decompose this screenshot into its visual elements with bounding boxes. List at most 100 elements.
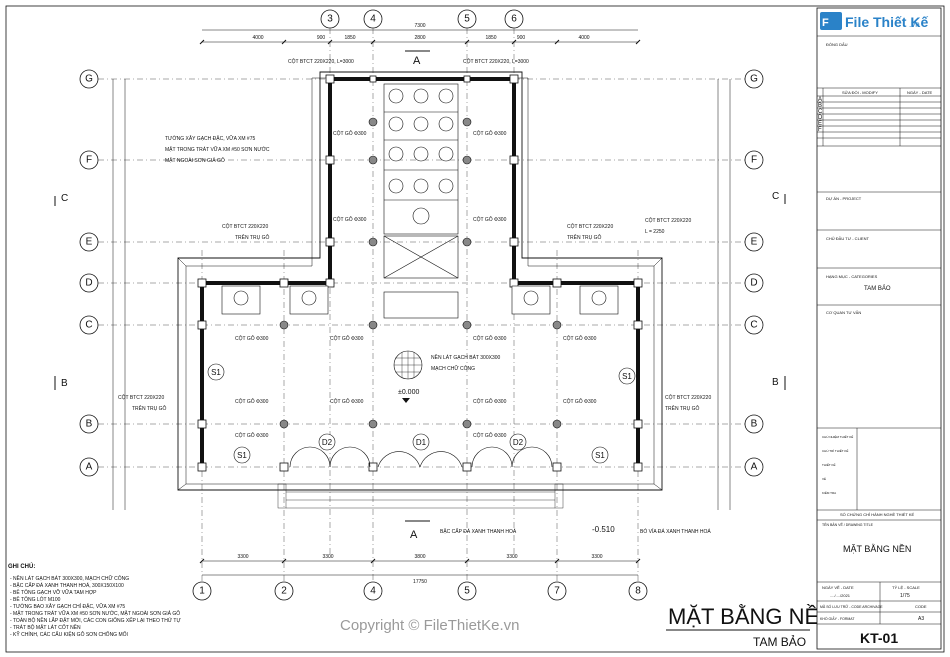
- section-a-bottom: A: [410, 529, 418, 541]
- format-value: A3: [918, 616, 924, 622]
- dim-text: 3800: [414, 554, 425, 560]
- grid-label-right: D: [750, 278, 757, 289]
- note-step: BẬC CẤP ĐÁ XANH THANH HOÁ: [440, 528, 517, 535]
- archive-label: MÃ SỐ LƯU TRỮ - CODE ARCHIVAGE: [820, 604, 883, 609]
- note-col-b-right: CỘT BTCT 220X220: [665, 394, 711, 401]
- grid-label-left: B: [86, 419, 93, 430]
- notes-title: GHI CHÚ:: [8, 563, 35, 570]
- door-tag: D2: [322, 438, 333, 447]
- note-wood-col: CỘT GỖ Φ300: [473, 398, 507, 405]
- date-label: NGÀY VẼ - DATE: [822, 585, 854, 590]
- level-outer: -0.510: [592, 525, 615, 534]
- note-col-e-right-2: TRÊN TRỤ GỖ: [567, 233, 601, 241]
- grid-label-bottom: 7: [554, 586, 560, 597]
- grid-label-bottom: 2: [281, 586, 287, 597]
- sheet-number: KT-01: [860, 630, 898, 646]
- note-floor-2: MẠCH CHỮ CÔNG: [431, 365, 475, 372]
- scale-label: TỶ LỆ - SCALE: [892, 585, 920, 590]
- note-line: - MẶT TRONG TRÁT VỮA XM #50 SƠN NƯỚC, MẶ…: [10, 610, 180, 617]
- grid-lines: [98, 28, 745, 590]
- dim-text: 900: [317, 35, 326, 41]
- grid-label-left: G: [85, 74, 93, 85]
- note-wood-col: CỘT GỖ Φ300: [473, 432, 507, 439]
- drawing-title-value: MẶT BẰNG NỀN: [843, 544, 911, 554]
- dimension-lines: [112, 29, 731, 576]
- revision-row: C: [818, 109, 823, 115]
- grid-bubbles-bottom: 1 2 4 5 7 8: [192, 581, 648, 601]
- sheet-frame: [5, 5, 945, 653]
- grid-label-bottom: 8: [635, 586, 641, 597]
- grid-bubbles-top: 3 4 5 6: [320, 9, 524, 29]
- walls: [200, 77, 640, 467]
- plan-subtitle: TAM BẢO: [753, 634, 806, 649]
- dim-text: 2800: [414, 35, 425, 41]
- dim-total: 7300: [414, 23, 425, 29]
- note-col-e-left-2: TRÊN TRỤ GỖ: [235, 233, 269, 241]
- note-wall-2: MẶT TRONG TRÁT VỮA XM #50 SƠN NƯỚC: [165, 146, 270, 153]
- note-wood-col: CỘT GỖ Φ300: [330, 398, 364, 405]
- section-a-top: A: [413, 55, 421, 67]
- note-line: - TƯỜNG BAO XÂY GẠCH CHỈ ĐẶC, VỮA XM #75: [10, 603, 125, 610]
- grid-label-right: C: [750, 320, 757, 331]
- logo: F File Thiết Kế .vn: [820, 12, 928, 30]
- note-wood-col: CỘT GỖ Φ300: [235, 398, 269, 405]
- category-label: HẠNG MỤC - CATEGORIES: [826, 274, 878, 279]
- grid-label-left: D: [85, 278, 92, 289]
- note-wood-col: CỘT GỖ Φ300: [473, 130, 507, 137]
- note-col-b-left-2: TRÊN TRỤ GỖ: [132, 404, 166, 412]
- note-wood-col: CỘT GỖ Φ300: [235, 432, 269, 439]
- svg-text:F: F: [822, 17, 829, 29]
- code-label: CODE: [915, 604, 927, 609]
- grid-label-bottom: 1: [199, 586, 205, 597]
- revision-row: B: [818, 103, 822, 109]
- stair-tag: S1: [622, 372, 632, 381]
- note-line: - BÊ TÔNG LÓT M100: [10, 595, 61, 603]
- stair-tag: S1: [211, 368, 221, 377]
- dim-text: 4000: [578, 35, 589, 41]
- grid-label-top: 5: [464, 14, 470, 25]
- dim-text: 3300: [591, 554, 602, 560]
- note-col-top-right: CỘT BTCT 220X220, L=3000: [463, 58, 529, 65]
- logo-suffix: .vn: [909, 20, 920, 29]
- door-tag: D2: [513, 438, 524, 447]
- door-tag: D1: [416, 438, 427, 447]
- copyright-watermark: Copyright © FileThietKe.vn: [340, 617, 519, 634]
- note-line: - TRÁT BỘ MẶT LÁT CỐT NỀN: [10, 624, 81, 631]
- note-floor-1: NỀN LÁT GẠCH BÁT 300X300: [431, 354, 501, 361]
- note-col-top-left: CỘT BTCT 220X220, L=3000: [288, 58, 354, 65]
- grid-label-left: A: [86, 462, 93, 473]
- note-wood-col: CỘT GỖ Φ300: [563, 335, 597, 342]
- note-col-b-left: CỘT BTCT 220X220: [118, 394, 164, 401]
- columns: [197, 74, 643, 472]
- revision-row: D: [818, 115, 823, 121]
- floor-tile-symbol: [393, 350, 423, 380]
- grid-label-right: G: [750, 74, 758, 85]
- revision-row: A: [818, 97, 822, 103]
- note-col-e-right-top: CỘT BTCT 220X220: [645, 217, 691, 224]
- grid-label-top: 3: [327, 14, 333, 25]
- note-wood-col: CỘT GỖ Φ300: [333, 216, 367, 223]
- note-wall-3: MẶT NGOÀI SƠN GIẢ GỖ: [165, 157, 225, 164]
- sign-label: KIỂM TRA: [822, 490, 836, 495]
- dim-text: 900: [517, 35, 526, 41]
- note-col-e-right-3: L = 2250: [645, 229, 665, 235]
- note-line: - TOÀN BỘ NỀN LẮP ĐẶT MỚI, CÁC CON GIỐNG…: [10, 616, 181, 624]
- level-main: ±0.000: [398, 389, 419, 396]
- statues: [221, 88, 619, 315]
- grid-bubbles-left: G F E D C B A: [79, 69, 99, 477]
- level-marker-icon: [402, 398, 410, 403]
- title-block: F File Thiết Kế .vn: [816, 7, 942, 650]
- grid-label-left: C: [85, 320, 92, 331]
- revision-date: NGÀY - DATE: [907, 90, 933, 95]
- note-step-2: BÓ VỈA ĐÁ XANH THANH HOÁ: [640, 528, 711, 535]
- revision-header: SỬA ĐỔI - MODIFY: [842, 90, 878, 95]
- date-value: ..../..../2021: [830, 593, 851, 598]
- drawing-title-label: TÊN BẢN VẼ / DRAWING TITLE: [822, 522, 874, 527]
- wood-columns: [279, 117, 562, 429]
- note-line: - KỸ CHÍNH, CÁC CẤU KIỆN GỖ SƠN CHỐNG MỐ…: [10, 630, 128, 638]
- sign-label: VẼ: [822, 476, 826, 481]
- scale-value: 1/75: [900, 593, 910, 599]
- stair-tag: S1: [237, 451, 247, 460]
- section-b-left: B: [61, 378, 68, 389]
